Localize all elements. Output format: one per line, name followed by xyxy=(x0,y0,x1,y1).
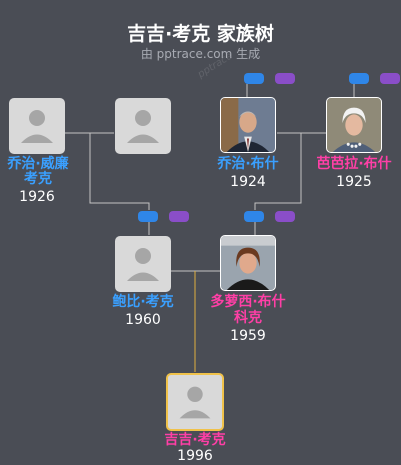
person-photo[interactable] xyxy=(326,97,382,153)
person-photo[interactable] xyxy=(220,235,276,291)
person-year: 1996 xyxy=(177,448,213,464)
tag-purple-icon[interactable] xyxy=(169,211,189,222)
person-name: 乔治·布什 xyxy=(217,156,279,172)
person-name: 鲍比·考克 xyxy=(112,294,174,310)
descent-line-cook xyxy=(89,133,150,210)
descent-line-bush xyxy=(254,133,302,210)
page-title: 吉吉·考克 家族树 xyxy=(127,23,274,45)
person-name: 芭芭拉·布什 xyxy=(316,156,392,172)
person-name: 吉吉·考克 xyxy=(164,432,226,448)
tag-blue-icon[interactable] xyxy=(244,211,264,222)
person-year: 1960 xyxy=(125,312,161,328)
avatar-placeholder-icon[interactable] xyxy=(115,98,171,154)
tag-blue-icon[interactable] xyxy=(349,73,369,84)
avatar-placeholder-icon[interactable] xyxy=(166,373,224,431)
person-year: 1959 xyxy=(230,328,266,344)
tag-purple-icon[interactable] xyxy=(275,211,295,222)
avatar-placeholder-icon[interactable] xyxy=(115,236,171,292)
person-name: 多萝西·布什 xyxy=(210,294,286,310)
person-year: 1926 xyxy=(19,189,55,205)
tag-blue-icon[interactable] xyxy=(244,73,264,84)
tag-blue-icon[interactable] xyxy=(138,211,158,222)
tag-purple-icon[interactable] xyxy=(380,73,400,84)
person-name-line2: 考克 xyxy=(24,171,52,187)
person-year: 1924 xyxy=(230,174,266,190)
avatar-placeholder-icon[interactable] xyxy=(9,98,65,154)
person-year: 1925 xyxy=(336,174,372,190)
person-photo[interactable] xyxy=(220,97,276,153)
person-name-line2: 科克 xyxy=(234,310,262,326)
tag-purple-icon[interactable] xyxy=(275,73,295,84)
person-name: 乔治·威廉 xyxy=(7,156,69,172)
page-subtitle: 由 pptrace.com 生成 xyxy=(140,47,261,61)
